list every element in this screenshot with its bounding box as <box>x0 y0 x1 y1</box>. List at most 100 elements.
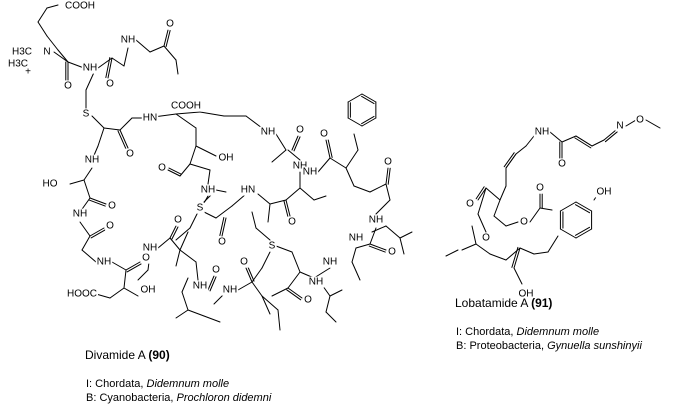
carbonyl-o: O <box>106 221 114 232</box>
cooh-label-mid: COOH <box>171 101 201 112</box>
double-bond <box>603 129 617 141</box>
bond <box>181 291 189 311</box>
bond <box>81 249 97 263</box>
divamide-source-I-species: Didemnum molle <box>146 378 230 390</box>
label-backdrop <box>615 120 625 132</box>
label-backdrop <box>221 284 239 296</box>
double-bond <box>477 187 487 201</box>
double-bond <box>90 229 106 239</box>
label-backdrop <box>239 184 257 196</box>
bond <box>505 221 519 227</box>
double-bond <box>126 263 142 273</box>
double-bond <box>165 30 171 48</box>
bond <box>287 149 301 161</box>
bond <box>123 287 139 297</box>
bond <box>261 295 271 315</box>
label-backdrop <box>139 284 157 296</box>
label-backdrop <box>533 126 551 138</box>
label-backdrop <box>24 66 33 78</box>
double-bond <box>221 217 227 237</box>
bond <box>181 277 189 293</box>
phenol-oh: OH <box>597 187 612 198</box>
phenyl-ring <box>347 93 363 103</box>
backbone-bond <box>123 47 129 67</box>
bond <box>317 157 331 173</box>
hydroxyl-label: HO <box>43 179 58 190</box>
label-backdrop <box>141 112 159 124</box>
amide-nh: NH <box>83 63 97 74</box>
bond-lines <box>37 4 661 331</box>
ester-o: O <box>466 199 474 210</box>
label-backdrop <box>105 220 116 232</box>
carbonyl-o: O <box>288 217 296 228</box>
amide-nh: NH <box>293 161 307 172</box>
phenyl-ring <box>361 93 377 103</box>
bond <box>645 119 661 129</box>
bond <box>179 249 197 263</box>
double-bond <box>327 139 333 159</box>
double-bond <box>511 246 519 268</box>
bond <box>269 199 287 205</box>
bond <box>187 309 205 317</box>
label-backdrop <box>287 216 298 228</box>
label-backdrop <box>367 214 385 226</box>
divamide-source-I: I: Chordata, Didemnum molle <box>86 378 229 391</box>
bond <box>477 213 487 233</box>
double-bond <box>119 129 129 149</box>
bond <box>175 113 197 129</box>
bond <box>499 185 507 201</box>
label-backdrop <box>42 46 52 58</box>
lobatamide-source-B-species: Gynuella sunshinyii <box>547 340 642 352</box>
ester-o: O <box>482 233 490 244</box>
bond <box>67 61 85 69</box>
carbonyl-o: O <box>218 237 226 248</box>
label-backdrop <box>191 280 209 292</box>
label-backdrop <box>63 80 74 92</box>
side-chain-bond <box>57 49 69 63</box>
salicylate-ring <box>559 201 577 212</box>
bond <box>83 179 91 199</box>
sulfur-label: S <box>197 203 204 214</box>
lys-chain <box>245 115 263 129</box>
aromatic-bond <box>361 115 375 125</box>
bond <box>123 269 127 289</box>
lobatamide-caption: Lobatamide A (91) <box>455 296 552 310</box>
double-bond <box>575 135 593 147</box>
bond <box>353 133 359 151</box>
lobatamide-source-I-prefix: I: Chordata, <box>456 326 517 338</box>
backbone-bond <box>149 45 165 53</box>
amide-nh: NH <box>309 277 323 288</box>
carbonyl-o: O <box>384 157 392 168</box>
carbonyl-o: O <box>108 201 116 212</box>
bond <box>231 193 247 207</box>
bond <box>195 145 217 157</box>
double-bond <box>513 247 521 269</box>
backbone-bond <box>69 179 85 185</box>
label-backdrop <box>41 178 59 190</box>
label-backdrop <box>10 46 34 58</box>
amide-nh: NH <box>369 215 383 226</box>
label-backdrop <box>291 160 309 172</box>
lobatamide-source-B-prefix: B: Proteobacteria, <box>456 340 548 352</box>
bond <box>445 249 459 257</box>
label-backdrop <box>195 202 205 214</box>
label-backdrop <box>173 214 184 226</box>
double-bond <box>291 135 299 151</box>
ammonium-n-label: N <box>43 47 50 58</box>
amide-nh: NH <box>193 281 207 292</box>
charge-label: + <box>25 67 31 78</box>
bond <box>313 267 331 279</box>
hydroxyl-label: OH <box>219 153 234 164</box>
bond <box>345 167 355 187</box>
hydroxyl-label: OH <box>519 289 534 300</box>
backbone-bond <box>83 167 93 181</box>
double-bond <box>88 199 106 207</box>
label-backdrop <box>170 100 202 112</box>
amide-nh: NH <box>85 155 99 166</box>
bond <box>485 187 501 201</box>
side-chain-bond <box>46 35 59 51</box>
double-bond <box>219 217 225 237</box>
bond <box>179 231 189 251</box>
lobatamide-name: Lobatamide A <box>455 296 528 310</box>
bond <box>529 207 541 223</box>
